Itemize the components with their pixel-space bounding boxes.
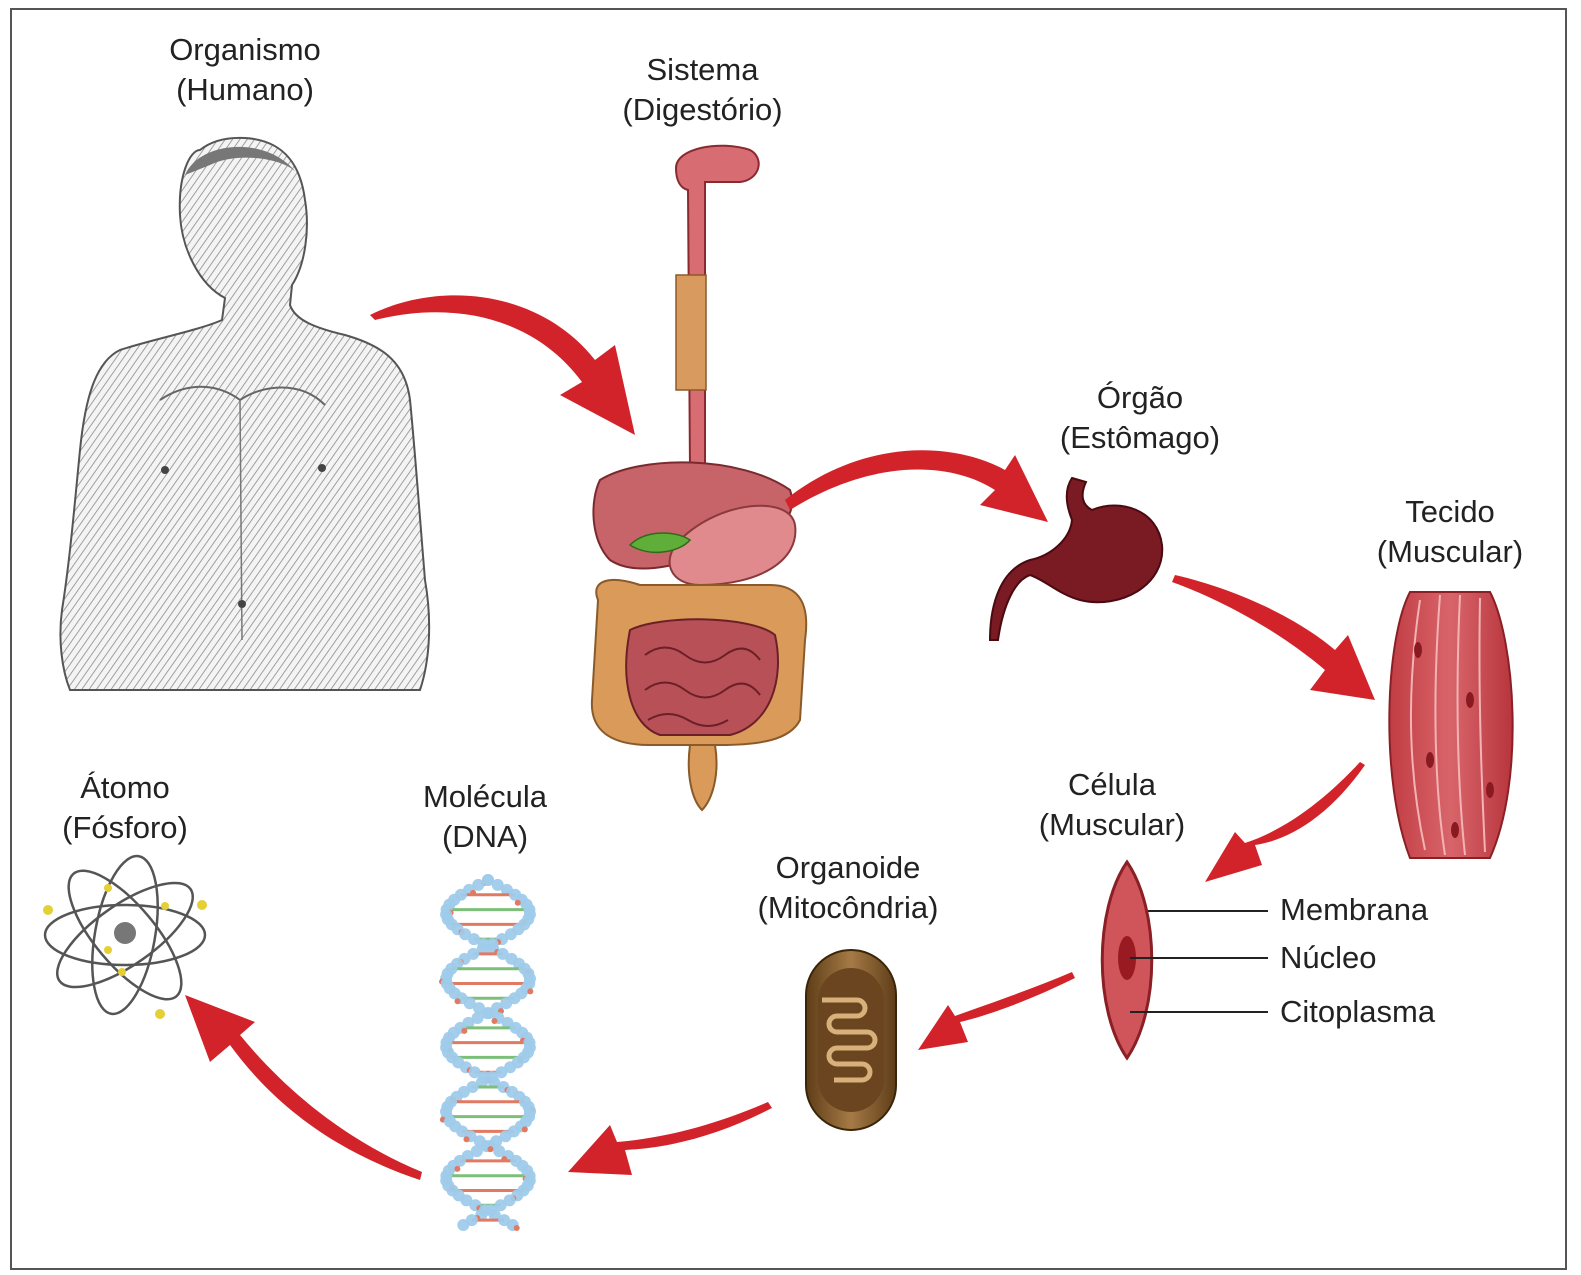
level-example: (Humano) <box>150 70 340 110</box>
level-example: (Fósforo) <box>40 808 210 848</box>
arrow-organ-to-tissue <box>1172 575 1375 700</box>
level-title: Átomo <box>40 768 210 808</box>
arrow-cell-to-organelle <box>918 972 1075 1050</box>
level-example: (Estômago) <box>1040 418 1240 458</box>
level-title: Tecido <box>1355 492 1545 532</box>
level-title: Órgão <box>1040 378 1240 418</box>
level-title: Organoide <box>738 848 958 888</box>
level-example: (DNA) <box>400 817 570 857</box>
label-molecula: Molécula (DNA) <box>400 777 570 857</box>
arrow-system-to-organ <box>785 450 1048 522</box>
level-title: Sistema <box>600 50 805 90</box>
label-orgao: Órgão (Estômago) <box>1040 378 1240 458</box>
dna-double-helix-icon <box>439 874 536 1231</box>
level-title: Célula <box>1017 765 1207 805</box>
arrow-tissue-to-cell <box>1205 762 1365 882</box>
digestive-system-icon <box>592 146 806 810</box>
level-example: (Mitocôndria) <box>738 888 958 928</box>
label-celula: Célula (Muscular) <box>1017 765 1207 845</box>
label-atomo: Átomo (Fósforo) <box>40 768 210 848</box>
human-figure-icon <box>60 138 429 690</box>
arrow-organelle-to-molecule <box>568 1102 772 1175</box>
cell-part-membrane: Membrana <box>1280 892 1428 928</box>
arrow-molecule-to-atom <box>185 995 422 1180</box>
muscle-cell-icon <box>1102 862 1268 1058</box>
level-example: (Digestório) <box>600 90 805 130</box>
phosphorus-atom-icon <box>42 851 207 1019</box>
level-example: (Muscular) <box>1017 805 1207 845</box>
cell-part-cytoplasm: Citoplasma <box>1280 994 1435 1030</box>
cell-part-nucleus: Núcleo <box>1280 940 1377 976</box>
label-tecido: Tecido (Muscular) <box>1355 492 1545 572</box>
label-organismo: Organismo (Humano) <box>150 30 340 110</box>
mitochondria-icon <box>806 950 896 1130</box>
label-sistema: Sistema (Digestório) <box>600 50 805 130</box>
muscle-tissue-icon <box>1389 592 1512 858</box>
level-title: Molécula <box>400 777 570 817</box>
label-organoide: Organoide (Mitocôndria) <box>738 848 958 928</box>
level-example: (Muscular) <box>1355 532 1545 572</box>
level-title: Organismo <box>150 30 340 70</box>
